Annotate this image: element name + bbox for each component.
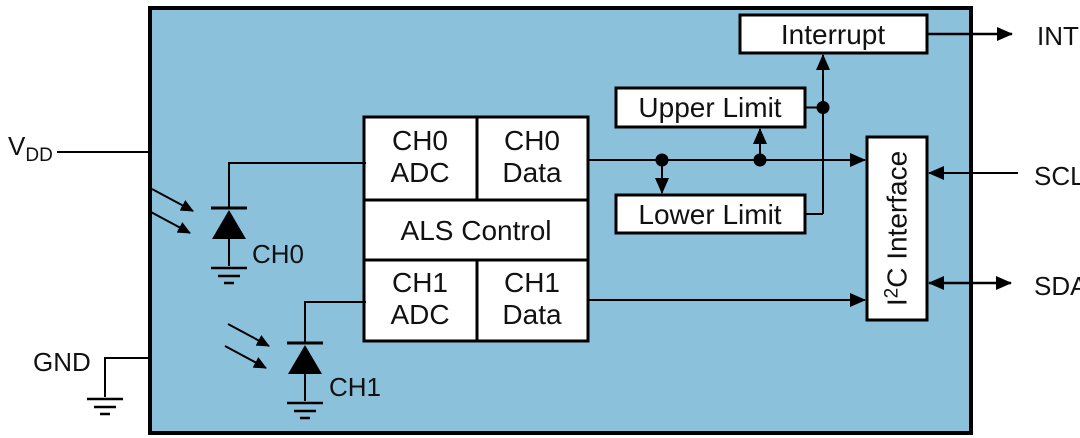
sda-pin-label: SDA bbox=[1034, 271, 1080, 301]
ch0-data-label-line1: CH0 bbox=[504, 125, 560, 156]
ch1-diode-icon bbox=[288, 345, 322, 374]
ch1-diode-label: CH1 bbox=[329, 372, 381, 402]
lower-limit-label: Lower Limit bbox=[638, 199, 781, 230]
ch0-diode-wire bbox=[228, 162, 366, 207]
ch0-diode-label: CH0 bbox=[252, 239, 304, 269]
ch0-diode-icon bbox=[212, 210, 246, 239]
ch0-data-label-line2: Data bbox=[502, 157, 562, 188]
ch1-data-label-line2: Data bbox=[502, 299, 562, 330]
light-arrow-icon bbox=[151, 188, 194, 212]
ch1-adc-label-line2: ADC bbox=[390, 299, 449, 330]
interrupt-label: Interrupt bbox=[781, 19, 885, 50]
gnd-wire bbox=[104, 357, 150, 397]
ground-icon bbox=[85, 397, 125, 416]
upper-limit-box bbox=[614, 86, 807, 129]
ch1-adc-label-line1: CH1 bbox=[392, 267, 448, 298]
junction-dot bbox=[816, 101, 830, 114]
int-pin-label: INT bbox=[1037, 21, 1079, 51]
interrupt-box bbox=[738, 13, 929, 55]
ch0-adc-label-line1: CH0 bbox=[392, 125, 448, 156]
i2c-interface-label: I2C Interface bbox=[882, 151, 913, 306]
upper-limit-label: Upper Limit bbox=[638, 92, 781, 123]
light-arrow-icon bbox=[227, 323, 270, 347]
light-arrow-icon bbox=[148, 210, 191, 234]
als-control-label: ALS Control bbox=[401, 215, 552, 246]
i2c-interface-box bbox=[865, 135, 929, 322]
vdd-pin-label: VDD bbox=[8, 131, 53, 166]
junction-dot bbox=[753, 153, 767, 167]
light-arrow-icon bbox=[224, 345, 267, 369]
ch1-diode-wire bbox=[304, 301, 366, 342]
ch1-data-label-line1: CH1 bbox=[504, 267, 560, 298]
junction-dot bbox=[655, 153, 669, 167]
ch0-adc-label-line2: ADC bbox=[390, 157, 449, 188]
gnd-pin-label: GND bbox=[33, 347, 91, 377]
photodiode-ch0 bbox=[148, 162, 366, 285]
photodiode-ch1 bbox=[224, 301, 366, 420]
adc-control-block bbox=[362, 115, 590, 343]
scl-pin-label: SCL bbox=[1034, 161, 1080, 191]
